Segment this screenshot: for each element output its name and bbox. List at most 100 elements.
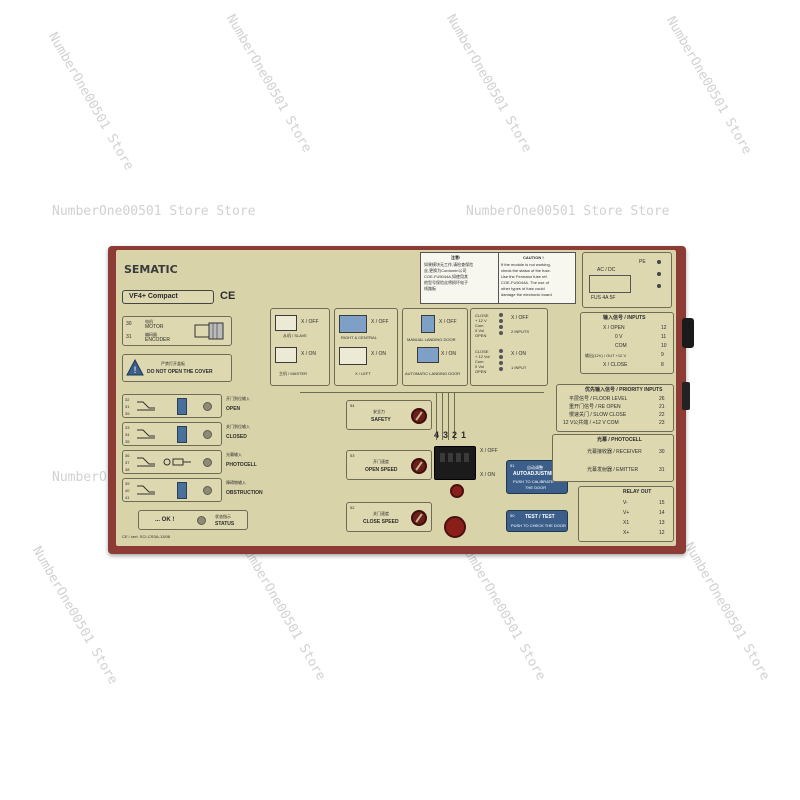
brand-logo: SEMATIC	[124, 263, 178, 276]
sw-on-label: X / ON	[301, 351, 317, 357]
warning-text: DO NOT OPEN THE COVER	[147, 369, 213, 375]
caution-title: CAUTION !	[523, 255, 544, 260]
dip-toggle[interactable]	[448, 453, 453, 462]
terminal-number: 31	[126, 334, 132, 340]
warning-section: ! 严禁打开盖板 DO NOT OPEN THE COVER	[122, 354, 232, 382]
input-row-label: COM	[615, 343, 627, 349]
terminal-number: 31	[659, 467, 665, 473]
open-led	[203, 402, 212, 411]
terminal-number: 12	[659, 530, 665, 536]
right-central-label: RIGHT & CENTRAL	[341, 335, 377, 340]
safety-trimmer[interactable]	[411, 408, 427, 424]
terminal-number: 30	[659, 449, 665, 455]
control-panel: SEMATIC VF4+ Compact CE 30 31 电机 MOTOR 编…	[116, 250, 676, 546]
caution-cn-line: 他型号保险丝将损坏电子	[424, 280, 468, 285]
status-label: STATUS	[215, 521, 235, 527]
caution-cn-line: 线路板	[424, 286, 436, 291]
door-slave-icon	[275, 315, 297, 331]
fuse-label: FUS 4A 5F	[591, 295, 616, 301]
left-label: X / LEFT	[355, 371, 371, 376]
slave-label: 从机 / SLAVE	[283, 333, 307, 338]
motor-connector-icon	[194, 322, 224, 340]
wire	[442, 392, 443, 440]
watermark: NumberOne00501 Store	[681, 540, 773, 684]
safety-pot-section: 54 安全力 SAFETY	[346, 400, 432, 430]
terminal-number: 8	[661, 362, 664, 368]
dip-toggle[interactable]	[440, 453, 445, 462]
input-cn: 障碍物输入	[226, 480, 246, 485]
input-photocell: 36 37 38	[122, 450, 222, 474]
v0-label: 0 Vol	[475, 364, 484, 369]
push-check-label: PUSH TO CHECK THE DOOR	[511, 523, 566, 528]
switch-contact-icon	[137, 401, 155, 411]
watermark: NumberOne00501 Store Store	[466, 204, 670, 219]
switch-direction: X / OFF RIGHT & CENTRAL X / ON X / LEFT	[334, 308, 398, 386]
terminal-number: 30	[126, 321, 132, 327]
dip-number-1: 1	[461, 430, 467, 440]
motor-cn: 电机	[145, 319, 153, 324]
caution-en-line: other types of fuse could	[501, 286, 545, 291]
terminal-number: 53	[350, 453, 355, 458]
test-button[interactable]	[444, 516, 466, 538]
master-label: 主机 / MASTER	[279, 371, 308, 376]
watermark: NumberOne00501 Store	[457, 540, 549, 684]
svg-text:!: !	[133, 366, 137, 376]
sensor-icon	[177, 482, 187, 499]
priority-row-label: 12 V公共端 / +12 V COM	[563, 420, 619, 426]
autoadjust-button[interactable]	[450, 484, 464, 498]
terminal-number: 13	[659, 520, 665, 526]
switch-inputs-mode: CLOSE + 12 V Com 0 Vol OPEN X / OFF 2 IN…	[470, 308, 548, 386]
sensor-icon	[177, 398, 187, 415]
terminal-number: 52	[350, 505, 355, 510]
close-label: CLOSE	[475, 313, 489, 318]
terminal-number: 35	[125, 439, 130, 444]
status-section: ... OK ! 状态指示 STATUS	[138, 510, 248, 530]
wire	[448, 392, 449, 440]
sw-on-label: X / ON	[371, 351, 387, 357]
autoadjust-label: AUTOADJUSTMENT	[513, 471, 562, 477]
auto-door-icon	[417, 347, 439, 363]
sw-off-label: X / OFF	[439, 319, 457, 325]
terminal-number: 41	[125, 495, 130, 500]
close-speed-trimmer[interactable]	[411, 510, 427, 526]
input-row-label: X / OPEN	[603, 325, 625, 331]
dip-switch-block[interactable]	[434, 446, 476, 480]
side-switch[interactable]	[682, 382, 690, 410]
dip-toggle[interactable]	[464, 453, 469, 462]
closed-led	[203, 430, 212, 439]
photocell-icon	[163, 458, 191, 466]
door-central-icon	[339, 315, 367, 333]
terminal-number: 38	[125, 467, 130, 472]
door-master-icon	[275, 347, 297, 363]
input-cn: 关门到位输入	[226, 424, 250, 429]
open-speed-pot-section: 53 开门速度 OPEN SPEED	[346, 450, 432, 480]
sw-off-label: X / OFF	[301, 319, 319, 325]
encoder-cn: 编码器	[145, 332, 157, 337]
terminal-number: 14	[659, 510, 665, 516]
photocell-row-label: 光幕接收器 / RECEIVER	[587, 449, 642, 455]
autoadjust-cn: 自动调整	[527, 465, 543, 470]
relay-row-label: X1	[623, 520, 630, 526]
encoder-label: ENCODER	[145, 337, 171, 343]
relay-row-label: V-	[623, 500, 628, 506]
switch-contact-icon	[137, 429, 155, 439]
terminal-number: 26	[659, 396, 665, 402]
terminal-number: 21	[659, 404, 665, 410]
inputs-title: 输入信号 / INPUTS	[603, 315, 646, 321]
input-cn: 开门到位输入	[226, 396, 250, 401]
push-calibrate-label: PUSH TO CALIBRATE	[513, 479, 554, 484]
relay-row-label: X+	[623, 530, 630, 536]
input-photocell-label: PHOTOCELL	[226, 462, 257, 468]
safety-label: SAFETY	[371, 417, 391, 423]
open-speed-trimmer[interactable]	[411, 458, 427, 474]
pot-cn: 安全力	[373, 409, 385, 414]
priority-inputs-section: 优先输入信号 / PRIORITY INPUTS 平层信号 / FLOOR LE…	[556, 384, 674, 432]
photocell-row-label: 光幕发射器 / EMITTER	[587, 467, 639, 473]
watermark: NumberOne00501 Store	[237, 540, 329, 684]
input-row-label: 输出(12V) / OUT +12 V	[585, 353, 627, 358]
watermark: NumberOne00501 Store	[443, 12, 535, 156]
priority-row-label: 慢速关门 / SLOW CLOSE	[569, 412, 627, 418]
dip-toggle[interactable]	[456, 453, 461, 462]
terminal-number: 11	[661, 334, 667, 340]
terminal-number: 15	[659, 500, 665, 506]
